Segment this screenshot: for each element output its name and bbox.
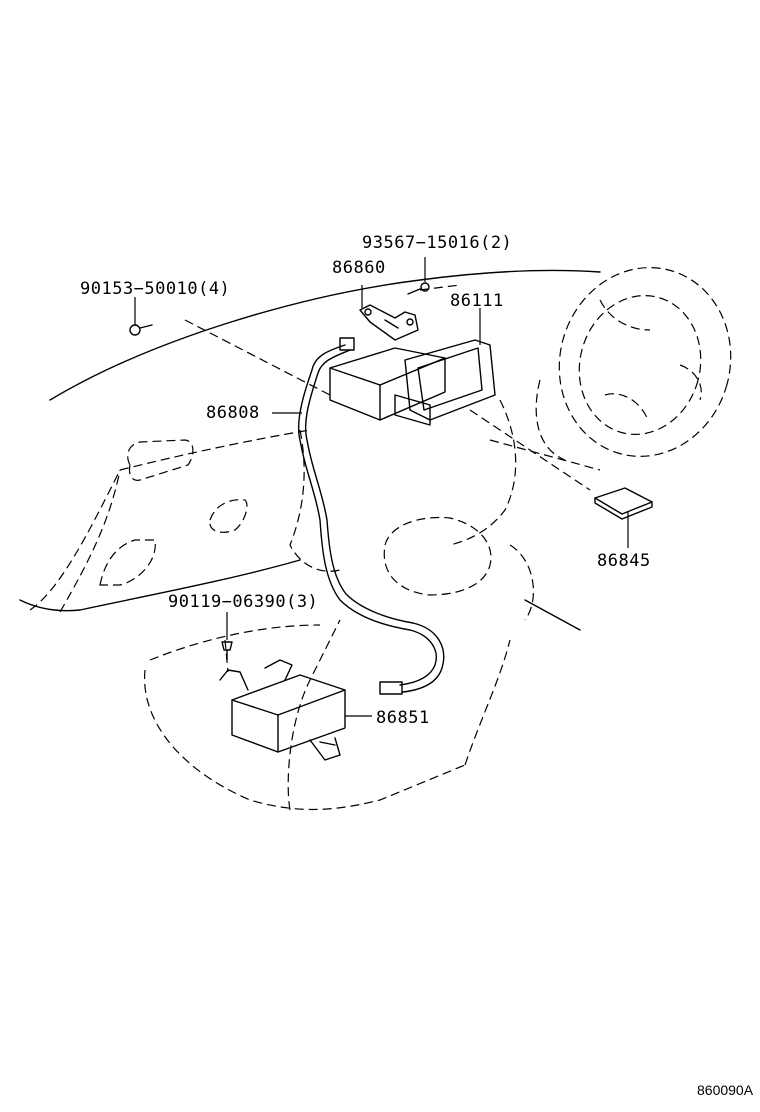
cable-86808 <box>272 337 445 695</box>
label-90119-06390: 90119−06390(3) <box>168 592 318 612</box>
callout-labels: 93567−15016(2) 86860 90153−50010(4) 8611… <box>80 233 651 728</box>
diagram-code: 860090A <box>697 1082 754 1098</box>
dashboard-outline <box>19 269 601 613</box>
label-90153-50010: 90153−50010(4) <box>80 279 230 299</box>
label-86851: 86851 <box>376 708 430 728</box>
label-86111: 86111 <box>450 291 504 311</box>
screw-90119-06390 <box>221 612 233 661</box>
amplifier-86851 <box>219 659 372 761</box>
console-outline <box>144 399 581 811</box>
screw-93567-15016 <box>407 257 430 295</box>
label-93567-15016: 93567−15016(2) <box>362 233 512 253</box>
label-86845: 86845 <box>597 551 651 571</box>
bolt-90153-50010 <box>129 297 153 336</box>
display-unit-86111 <box>329 308 496 426</box>
steering-wheel <box>489 267 732 471</box>
label-86860: 86860 <box>332 258 386 278</box>
module-86845 <box>594 487 653 548</box>
label-86808: 86808 <box>206 403 260 423</box>
bracket-86860 <box>359 285 419 341</box>
